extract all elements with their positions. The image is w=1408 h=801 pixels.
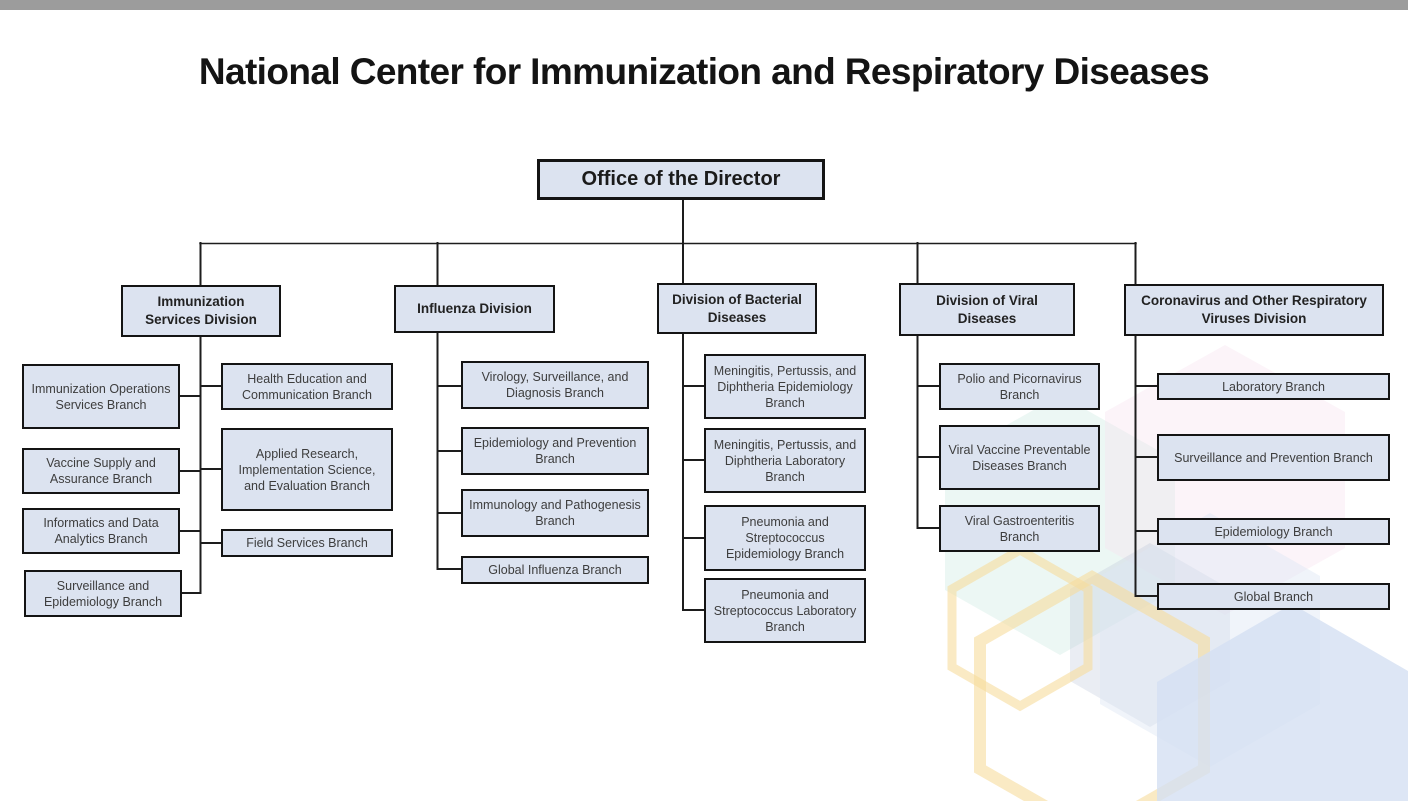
branch-box-virology-surveillance-diagnosis: Virology, Surveillance, and Diagnosis Br…	[461, 361, 649, 409]
branch-box-informatics-data-analytics: Informatics and Data Analytics Branch	[22, 508, 180, 554]
org-box-office-of-the-director: Office of the Director	[537, 159, 825, 200]
hexagon-watermark-blue-large	[1157, 604, 1408, 801]
branch-box-pneumonia-streptococcus-laboratory: Pneumonia and Streptococcus Laboratory B…	[704, 578, 866, 643]
branch-box-polio-picornavirus: Polio and Picornavirus Branch	[939, 363, 1100, 410]
page-title: National Center for Immunization and Res…	[198, 51, 1210, 92]
branch-box-health-education-communication: Health Education and Communication Branc…	[221, 363, 393, 410]
branch-box-meningitis-pertussis-diphtheria-epidemiology: Meningitis, Pertussis, and Diphtheria Ep…	[704, 354, 866, 419]
division-box-viral-diseases: Division of Viral Diseases	[899, 283, 1075, 336]
top-bar	[0, 0, 1408, 10]
connector-viral-tree	[916, 335, 940, 529]
branch-box-global-influenza: Global Influenza Branch	[461, 556, 649, 584]
division-box-bacterial-diseases: Division of Bacterial Diseases	[657, 283, 817, 334]
division-box-coronavirus-respiratory-viruses: Coronavirus and Other Respiratory Viruse…	[1124, 284, 1384, 336]
connector-division-drops	[199, 242, 1137, 286]
branch-box-epidemiology: Epidemiology Branch	[1157, 518, 1390, 545]
connector-bacterial-tree	[682, 333, 705, 611]
branch-box-pneumonia-streptococcus-epidemiology: Pneumonia and Streptococcus Epidemiology…	[704, 505, 866, 571]
branch-box-global: Global Branch	[1157, 583, 1390, 610]
branch-box-applied-research-implementation-science-evaluation: Applied Research, Implementation Science…	[221, 428, 393, 511]
division-box-influenza: Influenza Division	[394, 285, 555, 333]
connector-influenza-tree	[436, 332, 462, 570]
branch-box-immunization-operations-services: Immunization Operations Services Branch	[22, 364, 180, 429]
connector-immunization-tree	[179, 336, 222, 594]
branch-box-field-services: Field Services Branch	[221, 529, 393, 557]
hexagon-watermark-yellow-small	[947, 544, 1093, 712]
branch-box-surveillance-epidemiology: Surveillance and Epidemiology Branch	[24, 570, 182, 617]
branch-box-surveillance-prevention: Surveillance and Prevention Branch	[1157, 434, 1390, 481]
branch-box-epidemiology-prevention: Epidemiology and Prevention Branch	[461, 427, 649, 475]
branch-box-immunology-pathogenesis: Immunology and Pathogenesis Branch	[461, 489, 649, 537]
connector-coronavirus-tree	[1134, 335, 1158, 597]
branch-box-laboratory: Laboratory Branch	[1157, 373, 1390, 400]
hexagon-watermark-yellow-large	[974, 570, 1210, 801]
branch-box-viral-gastroenteritis: Viral Gastroenteritis Branch	[939, 505, 1100, 552]
division-box-immunization-services: Immunization Services Division	[121, 285, 281, 337]
branch-box-viral-vaccine-preventable-diseases: Viral Vaccine Preventable Diseases Branc…	[939, 425, 1100, 490]
branch-box-meningitis-pertussis-diphtheria-laboratory: Meningitis, Pertussis, and Diphtheria La…	[704, 428, 866, 493]
branch-box-vaccine-supply-assurance: Vaccine Supply and Assurance Branch	[22, 448, 180, 494]
